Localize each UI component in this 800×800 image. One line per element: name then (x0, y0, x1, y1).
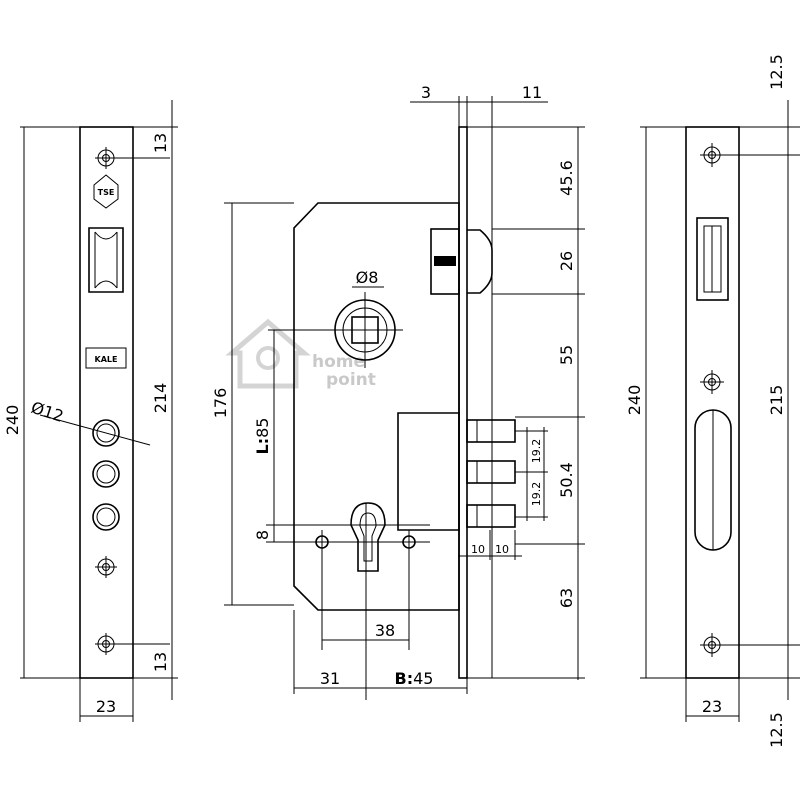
right-strike-view: 240 215 12.5 12.5 23 (625, 54, 800, 748)
left-screw-bottom (95, 633, 170, 655)
left-screw-mid (95, 556, 117, 578)
dim-bolt-throw-1: 10 (471, 543, 485, 556)
dim-distance-label: L: (253, 438, 272, 455)
tse-mark-text: TSE (98, 188, 115, 197)
side-faceplate (458, 126, 468, 679)
dim-right-bottom-offset: 12.5 (767, 712, 786, 748)
watermark-ring-icon (256, 346, 280, 370)
left-faceplate-view: TSE KALE 240 214 13 13 23 (3, 100, 178, 722)
left-screw-top (95, 147, 170, 169)
dim-body-height: 176 (211, 388, 230, 419)
dim-latch-projection: 11 (522, 83, 542, 102)
dim-bolt-span: 50.4 (557, 462, 576, 498)
dim-body-left-width: 31 (320, 669, 340, 688)
dim-backset: B:45 (395, 669, 434, 688)
dim-backset-value: 45 (413, 669, 433, 688)
dim-left-top-offset: 13 (151, 133, 170, 153)
dim-bolt-pitch-1: 19.2 (530, 439, 543, 464)
dim-latch-top: 45.6 (557, 160, 576, 196)
dim-right-hole-spacing: 215 (767, 385, 786, 416)
watermark: home point (225, 318, 376, 390)
dim-left-hole-spacing: 214 (151, 383, 170, 414)
deadbolt-housing (397, 412, 460, 531)
watermark-line-2: point (326, 370, 376, 390)
dim-left-bottom-offset: 13 (151, 652, 170, 672)
dim-latch-height: 26 (557, 251, 576, 271)
dim-backset-label: B: (395, 669, 414, 688)
dim-spindle-to-bolt: 55 (557, 345, 576, 365)
dim-cylinder-offset: 8 (253, 530, 272, 540)
dim-spindle-diameter: Ø8 (356, 268, 379, 287)
left-faceplate (79, 126, 134, 679)
left-latch-opening (88, 227, 124, 293)
dim-screw-spacing: 38 (375, 621, 395, 640)
side-faceplate-edge (466, 126, 493, 679)
spindle-hub (327, 292, 403, 368)
right-screw-top (700, 143, 800, 167)
deadbolts (466, 419, 516, 528)
dim-line-left-diameter (39, 414, 151, 446)
dim-plate-thickness: 3 (421, 83, 431, 102)
cylinder-cutout (350, 502, 386, 572)
right-latch-opening (696, 217, 729, 301)
right-screw-mid (700, 370, 724, 394)
right-screw-bottom (700, 633, 800, 657)
dim-bolt-throw-2: 10 (495, 543, 509, 556)
left-bolt-holes (92, 419, 120, 531)
dim-bolt-pitch-2: 19.2 (530, 482, 543, 507)
dim-left-width: 23 (96, 697, 116, 716)
side-view: Ø8 176 L:85 (211, 83, 585, 700)
kale-mark-text: KALE (95, 355, 118, 364)
tse-mark: TSE (93, 174, 119, 209)
latch (430, 228, 493, 295)
dim-left-hole-diameter: Ø12 (29, 398, 66, 426)
right-strike-plate (685, 126, 740, 679)
kale-mark: KALE (85, 347, 127, 369)
left-latch-curve (94, 231, 118, 289)
dim-left-total-height: 240 (3, 405, 22, 436)
dim-bottom-to-cylinder: 63 (557, 588, 576, 608)
dim-right-total-height: 240 (625, 385, 644, 416)
watermark-house-icon (225, 318, 311, 389)
dim-distance: L:85 (253, 418, 272, 455)
dim-right-top-offset: 12.5 (767, 54, 786, 90)
dim-right-width: 23 (702, 697, 722, 716)
dim-distance-value: 85 (253, 418, 272, 438)
watermark-line-1: home (312, 352, 365, 372)
